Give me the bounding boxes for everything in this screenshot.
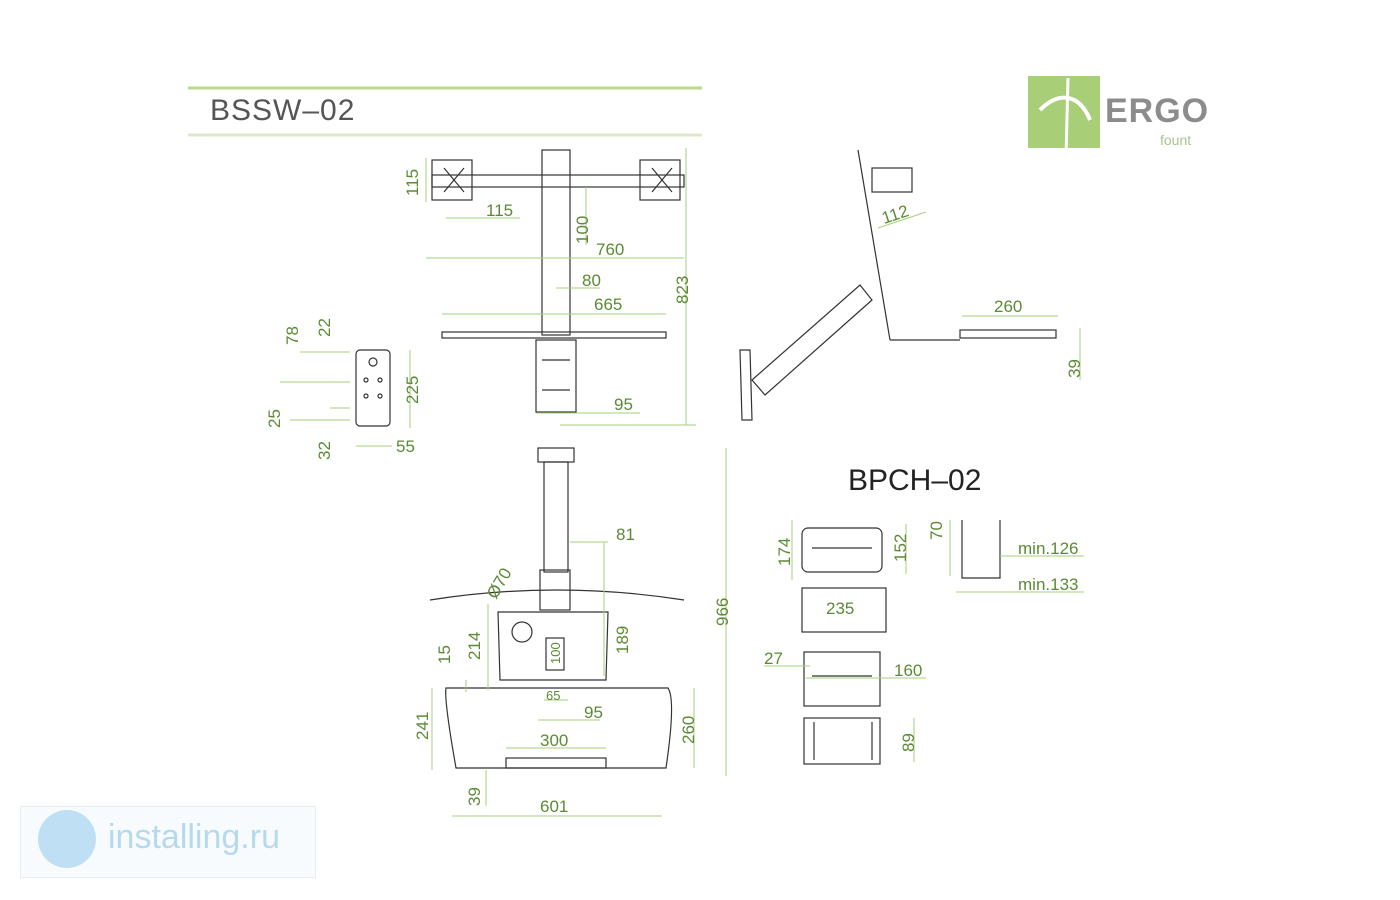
dim-holder-width: 235 [826, 599, 854, 618]
holder-view [801, 520, 1001, 765]
top-dim-lines [431, 448, 727, 817]
dim-holder-height-inner: 152 [891, 534, 910, 562]
model-title-bpch: BPCH–02 [848, 464, 982, 497]
dim-front-clamp-width: 95 [614, 395, 633, 414]
dim-front-overall-height: 823 [673, 276, 692, 304]
dim-top-platform-depth: 214 [465, 632, 484, 660]
logo-sub: fount [1160, 132, 1192, 148]
side-dim-lines [877, 211, 1081, 380]
model-title-bssw: BSSW–02 [210, 94, 356, 127]
dim-top-overall: 966 [713, 598, 732, 626]
bracket-view [355, 349, 391, 427]
dim-front-vesa-w: 115 [486, 201, 513, 220]
dim-top-lip: 39 [465, 787, 484, 806]
dim-bracket-bottom-gap: 32 [315, 441, 334, 460]
dim-bracket-bottom-offset: 25 [265, 409, 284, 428]
dim-front-pole-to-bar: 100 [573, 216, 592, 244]
dim-bracket-top-offset: 78 [283, 326, 302, 345]
dim-bracket-height: 225 [403, 376, 422, 404]
dim-top-tray-depth: 241 [413, 712, 432, 740]
dim-side-tray-depth: 260 [994, 297, 1022, 316]
dim-top-edge: 15 [435, 645, 454, 664]
dim-top-pole-offset: 81 [616, 525, 635, 544]
watermark-text: installing.ru [108, 818, 280, 856]
logo-swoosh-icon [1038, 77, 1092, 159]
dim-bracket-hole-offset: 22 [315, 318, 334, 337]
top-view [429, 447, 685, 769]
dim-top-slot-width: 65 [546, 688, 560, 703]
dim-side-tilt: 112 [879, 201, 911, 227]
front-dim-lines [425, 148, 696, 426]
dim-side-tray-height: 39 [1065, 359, 1084, 378]
dim-top-pad-width: 300 [540, 731, 568, 750]
header-rules [188, 86, 702, 137]
dim-top-keyboard-depth: 260 [679, 716, 698, 744]
dim-top-tray-width: 601 [540, 797, 568, 816]
dim-top-pole-diameter: Ø70 [483, 565, 516, 602]
dim-holder-depth: 160 [894, 661, 922, 680]
front-view [431, 149, 685, 413]
dim-holder-tab: 27 [764, 649, 783, 668]
dim-holder-base: 89 [899, 733, 918, 752]
side-view [739, 149, 1057, 421]
holder-dim-lines [764, 520, 1084, 762]
logo-brand: ERGO [1105, 92, 1210, 130]
dim-holder-clip-h: 70 [927, 521, 946, 540]
dim-front-bar-width: 760 [596, 240, 624, 259]
installing-logo-icon [38, 810, 96, 868]
dim-front-shelf-offset: 80 [582, 271, 601, 290]
dim-holder-min-outer: min.133 [1018, 575, 1078, 594]
dim-bracket-width: 55 [396, 437, 415, 456]
dim-top-slot: 100 [548, 642, 563, 664]
dim-top-cutout-height: 189 [613, 626, 632, 654]
dim-top-base-width: 95 [584, 703, 603, 722]
dimension-labels: 115 115 100 760 80 665 823 95 78 22 225 … [265, 169, 1084, 816]
bracket-dim-lines [280, 350, 411, 447]
dim-holder-height-outer: 174 [775, 538, 794, 566]
dim-front-vesa-h: 115 [403, 169, 422, 196]
dim-holder-min-inner: min.126 [1018, 539, 1078, 558]
dim-front-shelf-width: 665 [594, 295, 622, 314]
